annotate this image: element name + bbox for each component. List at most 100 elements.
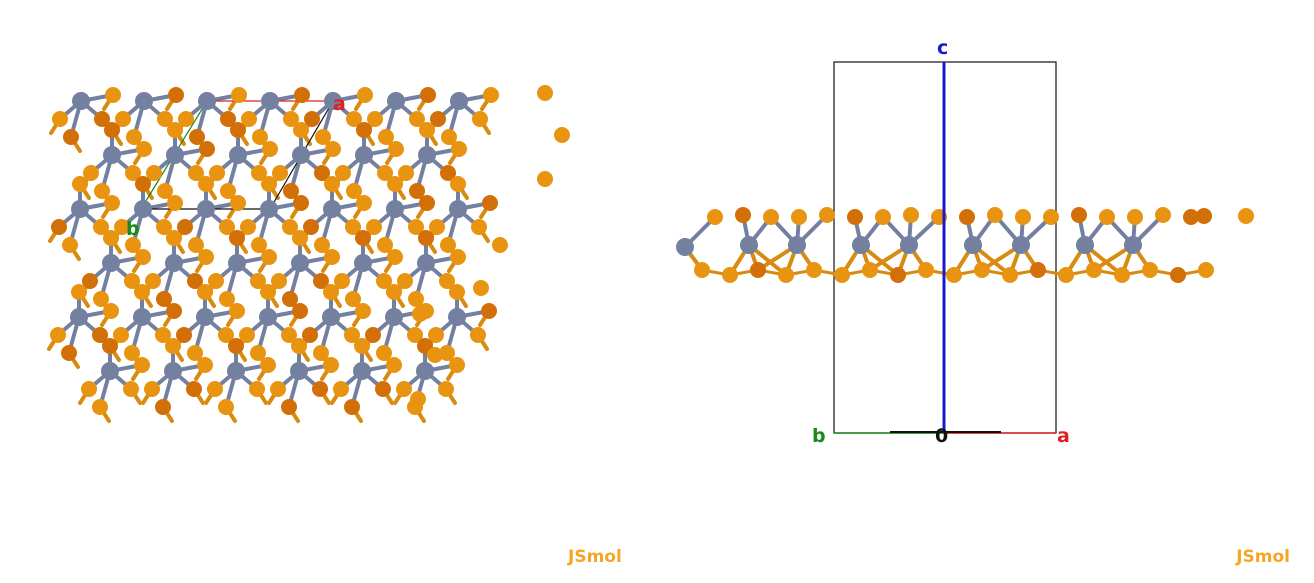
chalcogen-atom[interactable]: [324, 249, 340, 265]
chalcogen-atom[interactable]: [355, 303, 371, 319]
chalcogen-atom[interactable]: [292, 303, 308, 319]
metal-atom[interactable]: [166, 146, 184, 164]
chalcogen-atom[interactable]: [261, 176, 277, 192]
chalcogen-atom[interactable]: [136, 141, 152, 157]
chalcogen-atom[interactable]: [890, 267, 906, 283]
chalcogen-atom[interactable]: [334, 273, 350, 289]
chalcogen-atom[interactable]: [126, 129, 142, 145]
chalcogen-atom[interactable]: [125, 165, 141, 181]
chalcogen-atom[interactable]: [283, 111, 299, 127]
chalcogen-atom[interactable]: [409, 111, 425, 127]
chalcogen-atom[interactable]: [440, 237, 456, 253]
chalcogen-atom[interactable]: [207, 381, 223, 397]
chalcogen-atom[interactable]: [134, 284, 150, 300]
chalcogen-atom[interactable]: [166, 303, 182, 319]
chalcogen-atom[interactable]: [806, 262, 822, 278]
chalcogen-atom[interactable]: [103, 303, 119, 319]
chalcogen-atom[interactable]: [412, 306, 428, 322]
chalcogen-atom[interactable]: [365, 327, 381, 343]
chalcogen-atom[interactable]: [430, 111, 446, 127]
chalcogen-atom[interactable]: [450, 249, 466, 265]
chalcogen-atom[interactable]: [1198, 262, 1214, 278]
chalcogen-atom[interactable]: [439, 345, 455, 361]
chalcogen-atom[interactable]: [72, 176, 88, 192]
metal-atom[interactable]: [260, 200, 278, 218]
chalcogen-atom[interactable]: [344, 399, 360, 415]
chalcogen-atom[interactable]: [471, 219, 487, 235]
chalcogen-atom[interactable]: [439, 273, 455, 289]
chalcogen-atom[interactable]: [102, 338, 118, 354]
chalcogen-atom[interactable]: [1071, 207, 1087, 223]
metal-atom[interactable]: [259, 308, 277, 326]
metal-atom[interactable]: [196, 308, 214, 326]
metal-atom[interactable]: [1076, 236, 1094, 254]
chalcogen-atom[interactable]: [156, 291, 172, 307]
chalcogen-atom[interactable]: [262, 141, 278, 157]
metal-atom[interactable]: [450, 92, 468, 110]
chalcogen-atom[interactable]: [261, 249, 277, 265]
chalcogen-atom[interactable]: [134, 357, 150, 373]
chalcogen-atom[interactable]: [250, 273, 266, 289]
chalcogen-atom[interactable]: [735, 207, 751, 223]
chalcogen-atom[interactable]: [302, 327, 318, 343]
chalcogen-atom[interactable]: [323, 284, 339, 300]
chalcogen-atom[interactable]: [104, 122, 120, 138]
chalcogen-atom[interactable]: [1015, 209, 1031, 225]
chalcogen-atom[interactable]: [270, 381, 286, 397]
chalcogen-atom[interactable]: [346, 111, 362, 127]
chalcogen-atom[interactable]: [197, 357, 213, 373]
metal-atom[interactable]: [387, 92, 405, 110]
metal-atom[interactable]: [385, 308, 403, 326]
chalcogen-atom[interactable]: [61, 345, 77, 361]
chalcogen-atom[interactable]: [333, 381, 349, 397]
chalcogen-atom[interactable]: [125, 237, 141, 253]
metal-atom[interactable]: [900, 236, 918, 254]
metal-atom[interactable]: [291, 254, 309, 272]
chalcogen-atom[interactable]: [875, 209, 891, 225]
chalcogen-atom[interactable]: [114, 219, 130, 235]
metal-atom[interactable]: [134, 200, 152, 218]
metal-atom[interactable]: [165, 254, 183, 272]
chalcogen-atom[interactable]: [470, 327, 486, 343]
metal-atom[interactable]: [740, 236, 758, 254]
chalcogen-atom[interactable]: [281, 327, 297, 343]
chalcogen-atom[interactable]: [293, 195, 309, 211]
metal-atom[interactable]: [228, 254, 246, 272]
metal-atom[interactable]: [101, 362, 119, 380]
chalcogen-atom[interactable]: [282, 291, 298, 307]
metal-atom[interactable]: [103, 146, 121, 164]
chalcogen-atom[interactable]: [228, 338, 244, 354]
chalcogen-atom[interactable]: [386, 357, 402, 373]
chalcogen-atom[interactable]: [51, 219, 67, 235]
metal-atom[interactable]: [290, 362, 308, 380]
chalcogen-atom[interactable]: [314, 237, 330, 253]
chalcogen-atom[interactable]: [209, 165, 225, 181]
chalcogen-atom[interactable]: [165, 338, 181, 354]
chalcogen-atom[interactable]: [903, 207, 919, 223]
chalcogen-atom[interactable]: [104, 195, 120, 211]
chalcogen-atom[interactable]: [325, 141, 341, 157]
chalcogen-atom[interactable]: [918, 262, 934, 278]
chalcogen-atom[interactable]: [189, 129, 205, 145]
metal-atom[interactable]: [354, 254, 372, 272]
chalcogen-atom[interactable]: [71, 284, 87, 300]
chalcogen-atom[interactable]: [378, 129, 394, 145]
metal-atom[interactable]: [324, 92, 342, 110]
chalcogen-atom[interactable]: [946, 267, 962, 283]
chalcogen-atom[interactable]: [429, 219, 445, 235]
chalcogen-atom[interactable]: [344, 327, 360, 343]
chalcogen-atom[interactable]: [335, 165, 351, 181]
chalcogen-atom[interactable]: [959, 209, 975, 225]
chalcogen-atom[interactable]: [707, 209, 723, 225]
chalcogen-atom[interactable]: [115, 111, 131, 127]
chalcogen-atom[interactable]: [377, 165, 393, 181]
chalcogen-atom[interactable]: [218, 327, 234, 343]
chalcogen-atom[interactable]: [251, 237, 267, 253]
chalcogen-atom[interactable]: [219, 291, 235, 307]
chalcogen-atom[interactable]: [92, 327, 108, 343]
chalcogen-atom[interactable]: [1086, 262, 1102, 278]
chalcogen-atom[interactable]: [376, 273, 392, 289]
chalcogen-atom[interactable]: [440, 165, 456, 181]
chalcogen-atom[interactable]: [419, 195, 435, 211]
chalcogen-atom[interactable]: [397, 273, 413, 289]
